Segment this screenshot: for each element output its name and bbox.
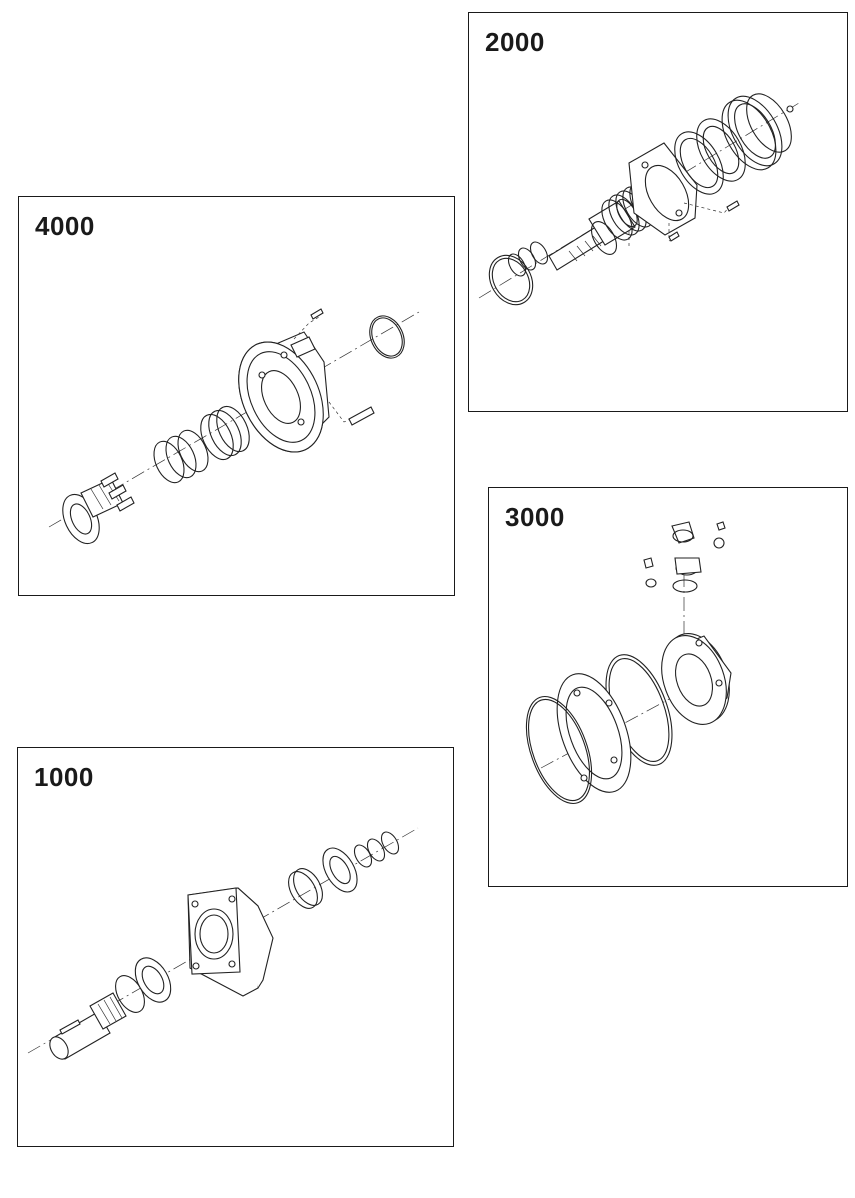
bearing-ring	[586, 217, 621, 258]
panel-label-4000: 4000	[35, 211, 95, 241]
bolt	[349, 407, 374, 425]
key	[60, 1020, 80, 1034]
screw	[101, 473, 118, 487]
exploded-view-2000	[469, 13, 849, 413]
bolt	[727, 201, 739, 211]
spring	[194, 401, 256, 464]
screw	[109, 485, 126, 499]
seal-ring	[515, 245, 539, 273]
bolt	[669, 232, 679, 241]
washer	[646, 579, 656, 587]
brake-housing	[222, 328, 340, 465]
end-seal	[737, 86, 800, 159]
housing-bolt-hole	[676, 210, 682, 216]
roller-bearing	[316, 842, 364, 898]
cover-ring	[717, 87, 793, 175]
seal-ring	[283, 867, 324, 914]
housing-bolt-hole	[642, 162, 648, 168]
panel-4000: 4000	[18, 196, 455, 596]
o-ring	[514, 688, 605, 812]
housing-bore	[636, 158, 697, 228]
exploded-view-3000	[489, 488, 849, 888]
snap-ring	[364, 836, 388, 864]
leader-line	[294, 317, 319, 339]
bolt	[311, 309, 323, 319]
cover-ring	[711, 91, 787, 179]
flange-plate	[543, 664, 646, 802]
check-valve	[644, 558, 653, 568]
seal-ring	[527, 239, 551, 267]
screw	[117, 497, 134, 511]
panel-label-1000: 1000	[34, 762, 94, 792]
exploded-view-1000	[18, 748, 455, 1148]
splined-coupling	[56, 479, 123, 549]
o-ring	[516, 691, 601, 808]
o-ring	[481, 247, 542, 312]
exploded-view-4000	[19, 197, 456, 597]
panel-2000: 2000	[468, 12, 848, 412]
cover-ring	[726, 97, 784, 165]
piston-ring	[172, 426, 214, 477]
o-ring	[366, 313, 408, 361]
washer	[714, 538, 724, 548]
seal-ring	[288, 864, 329, 911]
plug	[787, 106, 793, 112]
panel-3000: 3000	[488, 487, 848, 887]
brake-disc	[687, 111, 756, 190]
brake-plate	[673, 132, 726, 194]
motor-hub	[650, 625, 741, 734]
valve-cap	[672, 522, 701, 575]
snap-ring	[378, 829, 402, 857]
piston-ring	[160, 432, 202, 483]
roller-bearing	[128, 952, 178, 1009]
o-ring	[485, 252, 537, 309]
pin	[717, 522, 725, 530]
brake-plate	[665, 124, 734, 203]
brake-disc	[696, 120, 746, 179]
o-ring-small	[673, 580, 697, 592]
panel-label-2000: 2000	[485, 27, 545, 57]
output-shaft	[46, 993, 126, 1062]
panel-label-3000: 3000	[505, 502, 565, 532]
shaft-splines	[569, 236, 601, 261]
o-ring	[363, 310, 411, 363]
seal-ring	[505, 251, 529, 279]
panel-1000: 1000	[17, 747, 454, 1147]
flange-housing	[188, 888, 273, 996]
